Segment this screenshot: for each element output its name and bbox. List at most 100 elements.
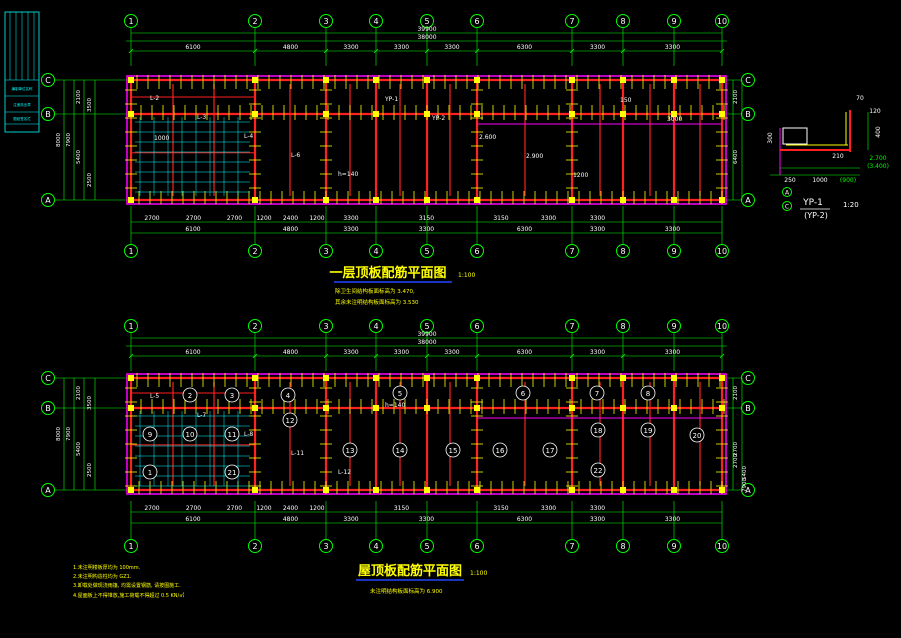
axis-label: 3 [323,17,328,26]
column [569,77,575,83]
span-dim: 3300 [343,215,358,222]
left-dim: 2500 [87,463,93,477]
span-dim: 3300 [394,349,409,356]
right-dim: 2100 [733,386,739,400]
slab-number: 20 [693,432,702,440]
plan-label: L-5 [150,393,159,400]
column [128,77,134,83]
column [252,111,258,117]
left-dim: 2500 [87,173,93,187]
slab-number-circle [515,385,531,401]
slab-number: 5 [398,390,402,398]
plan-label: 2.600 [479,134,496,141]
plan-label: YP-1 [384,96,398,103]
span-dim: 2700 [144,215,159,222]
outer-wall [126,75,727,205]
span-dim: 3300 [590,505,605,512]
span-dim: 3300 [343,44,358,51]
column [424,77,430,83]
row-label: B [45,404,51,413]
dim-tick [128,353,134,359]
row-label: C [745,374,751,383]
axis-label: 9 [671,542,676,551]
slab-number-circle [392,442,408,458]
dim-tick [569,353,575,359]
left-dim: 2100 [76,90,82,104]
plan-label: h=140 [385,402,405,409]
row-bubble [741,371,755,385]
column [373,375,379,381]
span-dim: 3300 [541,215,556,222]
plan-label: L-12 [338,469,351,476]
general-note-3: 3.卸载处做现浇雨篷, 均需设置钢筋, 请按图施工. [73,582,181,589]
detail-dim-text: 120 [869,108,881,115]
column [128,111,134,117]
plan2-title: 屋顶板配筋平面图 [358,563,462,579]
axis-label: 3 [323,247,328,256]
slab-number: 18 [594,427,603,435]
span-dim: 3300 [394,44,409,51]
column [373,197,379,203]
span-dim: 3300 [419,516,434,523]
row-bubble [41,401,55,415]
plan-label: L-2 [150,95,159,102]
axis-label: 10 [717,247,727,256]
column [128,487,134,493]
title-block-text: 图纸签名栏 [13,116,31,121]
slab-number-circle [542,442,558,458]
span-dim: 3150 [419,215,434,222]
column [671,487,677,493]
column [373,405,379,411]
slab-number-circle [142,464,158,480]
column [569,375,575,381]
span-dim: 3150 [394,505,409,512]
row-bubble [741,107,755,121]
detail-dim-text: 70 [856,95,864,102]
plan-label: L-8 [244,431,253,438]
column [323,487,329,493]
axis-label: 2 [252,322,257,331]
dim-tick [424,353,430,359]
column [474,487,480,493]
plan-label: 1000 [154,135,169,142]
column [373,111,379,117]
dim-tick [252,48,258,54]
column [620,405,626,411]
span-dim: 3300 [444,349,459,356]
detail-beam [782,127,808,145]
column [620,77,626,83]
plan-label: YP-2 [431,115,445,122]
slab-number: 16 [496,447,505,455]
title-block-text: 编制单位名称 [12,86,33,91]
outer-wall [126,373,727,495]
dim-tick [620,353,626,359]
span-dim: 6300 [517,516,532,523]
plan2-scale: 1:100 [470,570,487,577]
span-dim: 1200 [309,215,324,222]
axis-label: 3 [323,322,328,331]
span-dim: 3300 [590,226,605,233]
slab-number: 11 [228,431,237,439]
detail-dim-text: 400 [875,126,882,138]
span-dim: 6300 [517,226,532,233]
plan-label: L-7 [197,412,206,419]
span-dim: 1200 [309,505,324,512]
span-dim: 6100 [185,44,200,51]
right-dim: 2100 [733,90,739,104]
column [474,197,480,203]
plan-label: L-6 [291,152,300,159]
detail-scale: 1:20 [843,201,859,209]
slab-number: 3 [230,392,234,400]
dim-tick [323,48,329,54]
plan-label: 2.900 [526,153,543,160]
axis-label: 7 [569,247,574,256]
axis-label: 9 [671,17,676,26]
overall-dim: 38000 [417,339,436,346]
span-dim: 3300 [665,226,680,233]
column [719,111,725,117]
column [474,375,480,381]
column [719,405,725,411]
plan-label: L-3 [197,114,206,121]
span-dim: 6100 [185,226,200,233]
